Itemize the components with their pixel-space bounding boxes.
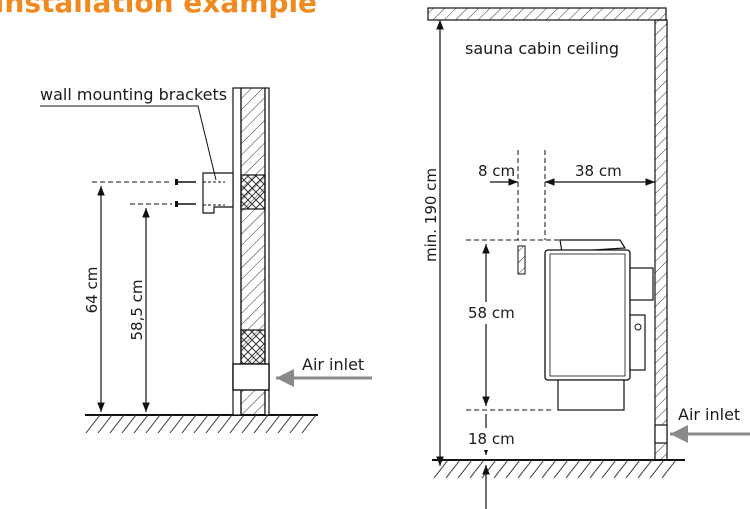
height-lower-label: 58,5 cm: [128, 279, 146, 340]
left-floor-hatch: [85, 414, 317, 434]
ceiling-label: sauna cabin ceiling: [465, 39, 619, 58]
gap-right-label: 38 cm: [575, 162, 622, 180]
page-title: Installation example: [0, 0, 317, 19]
screw-icon: [175, 201, 196, 207]
bracket-leader: [40, 105, 217, 181]
right-diagram: sauna cabin ceiling min. 190 cm: [422, 7, 750, 509]
right-air-vent: [654, 424, 668, 444]
heater-height-label: 58 cm: [468, 304, 515, 322]
bracket-label: wall mounting brackets: [40, 85, 227, 104]
screw-icon: [175, 179, 196, 185]
ceiling: [427, 7, 667, 21]
right-air-inlet-label: Air inlet: [678, 405, 740, 424]
left-diagram: wall mounting brackets 64 cm 58,5 cm Air…: [40, 85, 372, 434]
right-wall: [654, 19, 668, 461]
height-upper-label: 64 cm: [83, 267, 101, 314]
wall-stud-upper: [240, 174, 266, 210]
sauna-heater: [544, 239, 654, 411]
heater-switch-box: [629, 314, 646, 371]
heater-control-box: [629, 267, 654, 301]
right-floor-hatch: [433, 459, 677, 479]
left-air-vent: [232, 363, 270, 391]
wall-stud-lower: [240, 329, 266, 365]
wall-bracket: [175, 172, 234, 214]
heater-base: [557, 379, 625, 411]
total-height-label: min. 190 cm: [422, 168, 440, 262]
left-air-inlet-label: Air inlet: [302, 355, 364, 374]
left-wall: [232, 87, 270, 416]
sensor: [517, 245, 526, 275]
gap-left-label: 8 cm: [478, 162, 515, 180]
floor-gap-label: 18 cm: [468, 430, 515, 448]
